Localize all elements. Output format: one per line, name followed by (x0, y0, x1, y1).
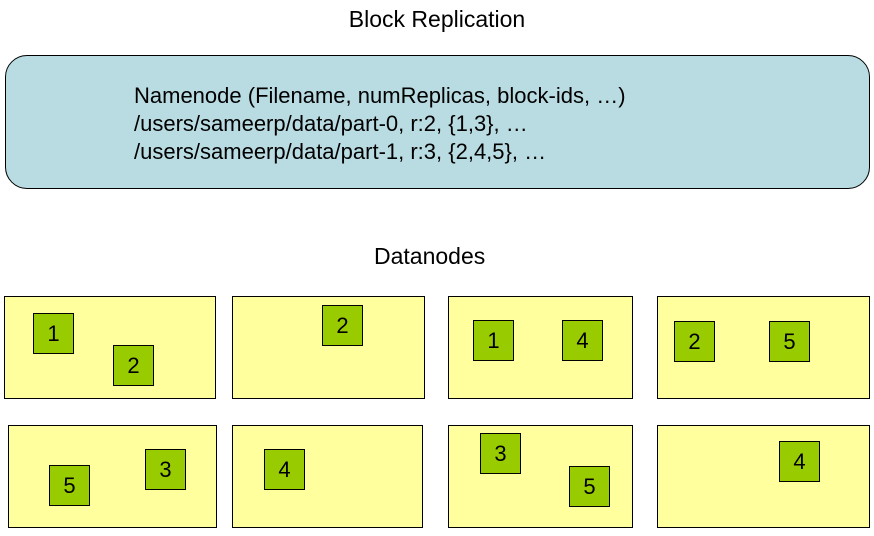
block-replica: 4 (562, 320, 603, 361)
datanode-3: 1 4 (448, 296, 633, 399)
block-replica: 1 (33, 313, 74, 354)
datanode-4: 2 5 (657, 296, 870, 399)
datanode-1: 1 2 (4, 296, 216, 399)
namenode-box: Namenode (Filename, numReplicas, block-i… (5, 55, 870, 189)
datanode-5: 5 3 (8, 425, 217, 528)
block-replica: 4 (779, 441, 820, 482)
namenode-header-line: Namenode (Filename, numReplicas, block-i… (134, 83, 626, 108)
block-replica: 3 (145, 449, 186, 490)
block-replica: 2 (322, 305, 363, 346)
block-replica: 4 (264, 449, 305, 490)
datanode-2: 2 (232, 296, 425, 399)
datanodes-label: Datanodes (374, 243, 486, 269)
block-replica: 2 (113, 345, 154, 386)
block-replica: 3 (480, 433, 521, 474)
namenode-file-entry-part-0: /users/sameerp/data/part-0, r:2, {1,3}, … (134, 111, 528, 136)
block-replica: 2 (674, 321, 715, 362)
block-replica: 5 (569, 466, 610, 507)
block-replica: 5 (49, 465, 90, 506)
namenode-file-entry-part-1: /users/sameerp/data/part-1, r:3, {2,4,5}… (134, 139, 547, 164)
block-replica: 1 (473, 320, 514, 361)
datanode-7: 3 5 (448, 425, 633, 528)
datanode-8: 4 (657, 425, 870, 528)
block-replica: 5 (769, 321, 810, 362)
datanode-6: 4 (232, 425, 423, 528)
page-title: Block Replication (348, 6, 526, 32)
